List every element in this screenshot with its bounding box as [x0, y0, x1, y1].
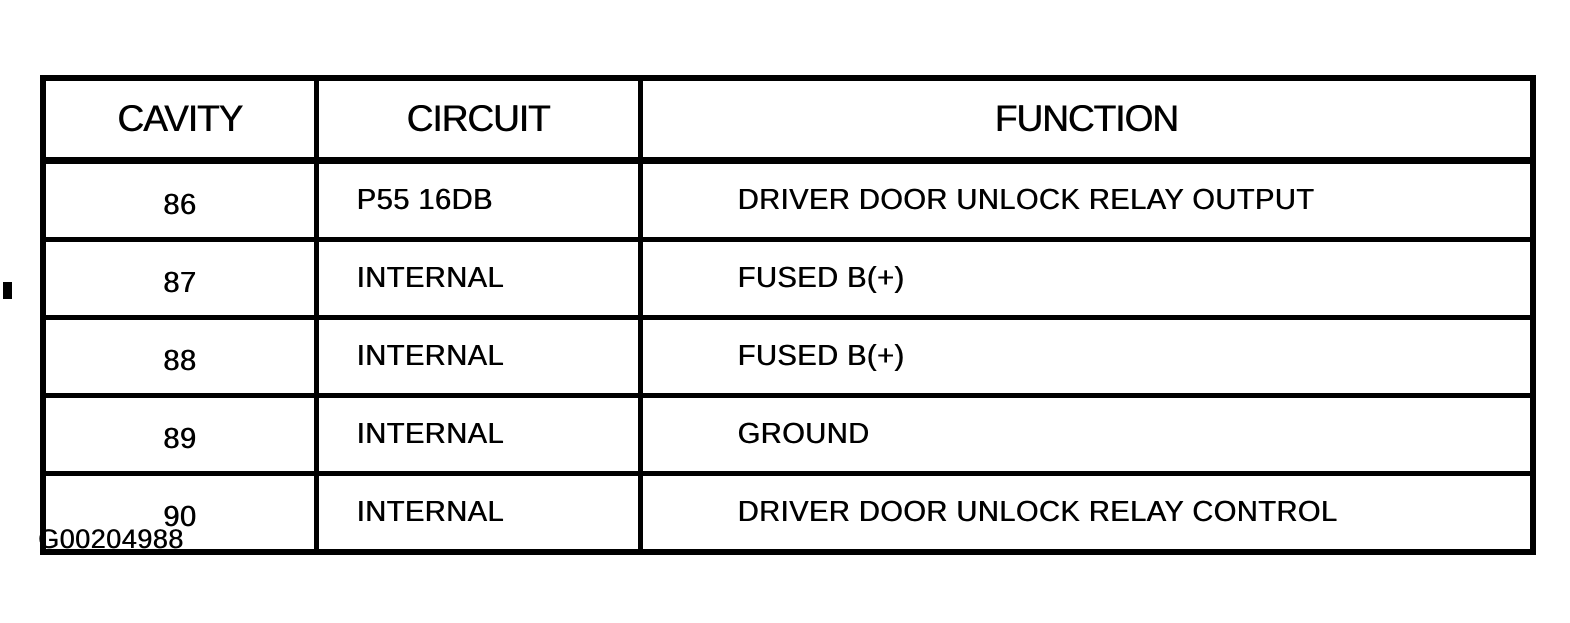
circuit-cell: INTERNAL	[313, 315, 643, 398]
circuit-cell: INTERNAL	[313, 237, 643, 320]
column-header-function: FUNCTION	[637, 75, 1536, 164]
circuit-cell: P55 16DB	[313, 158, 643, 242]
function-cell: DRIVER DOOR UNLOCK RELAY OUTPUT	[637, 158, 1536, 242]
cavity-cell: 90	[40, 471, 319, 555]
cavity-cell: 86	[40, 158, 319, 242]
function-cell: FUSED B(+)	[637, 237, 1536, 320]
function-cell: GROUND	[637, 393, 1536, 476]
column-header-cavity: CAVITY	[40, 75, 319, 164]
table-header-row: CAVITY CIRCUIT FUNCTION	[40, 75, 1536, 164]
circuit-cell: INTERNAL	[313, 471, 643, 555]
column-header-circuit: CIRCUIT	[313, 75, 643, 164]
cavity-cell: 87	[40, 237, 319, 320]
figure-id-label: G00204988	[38, 524, 184, 554]
scan-blemish	[3, 282, 12, 299]
function-cell: DRIVER DOOR UNLOCK RELAY CONTROL	[637, 471, 1536, 555]
function-cell: FUSED B(+)	[637, 315, 1536, 398]
circuit-cell: INTERNAL	[313, 393, 643, 476]
cavity-cell: 89	[40, 393, 319, 476]
cavity-cell: 88	[40, 315, 319, 398]
